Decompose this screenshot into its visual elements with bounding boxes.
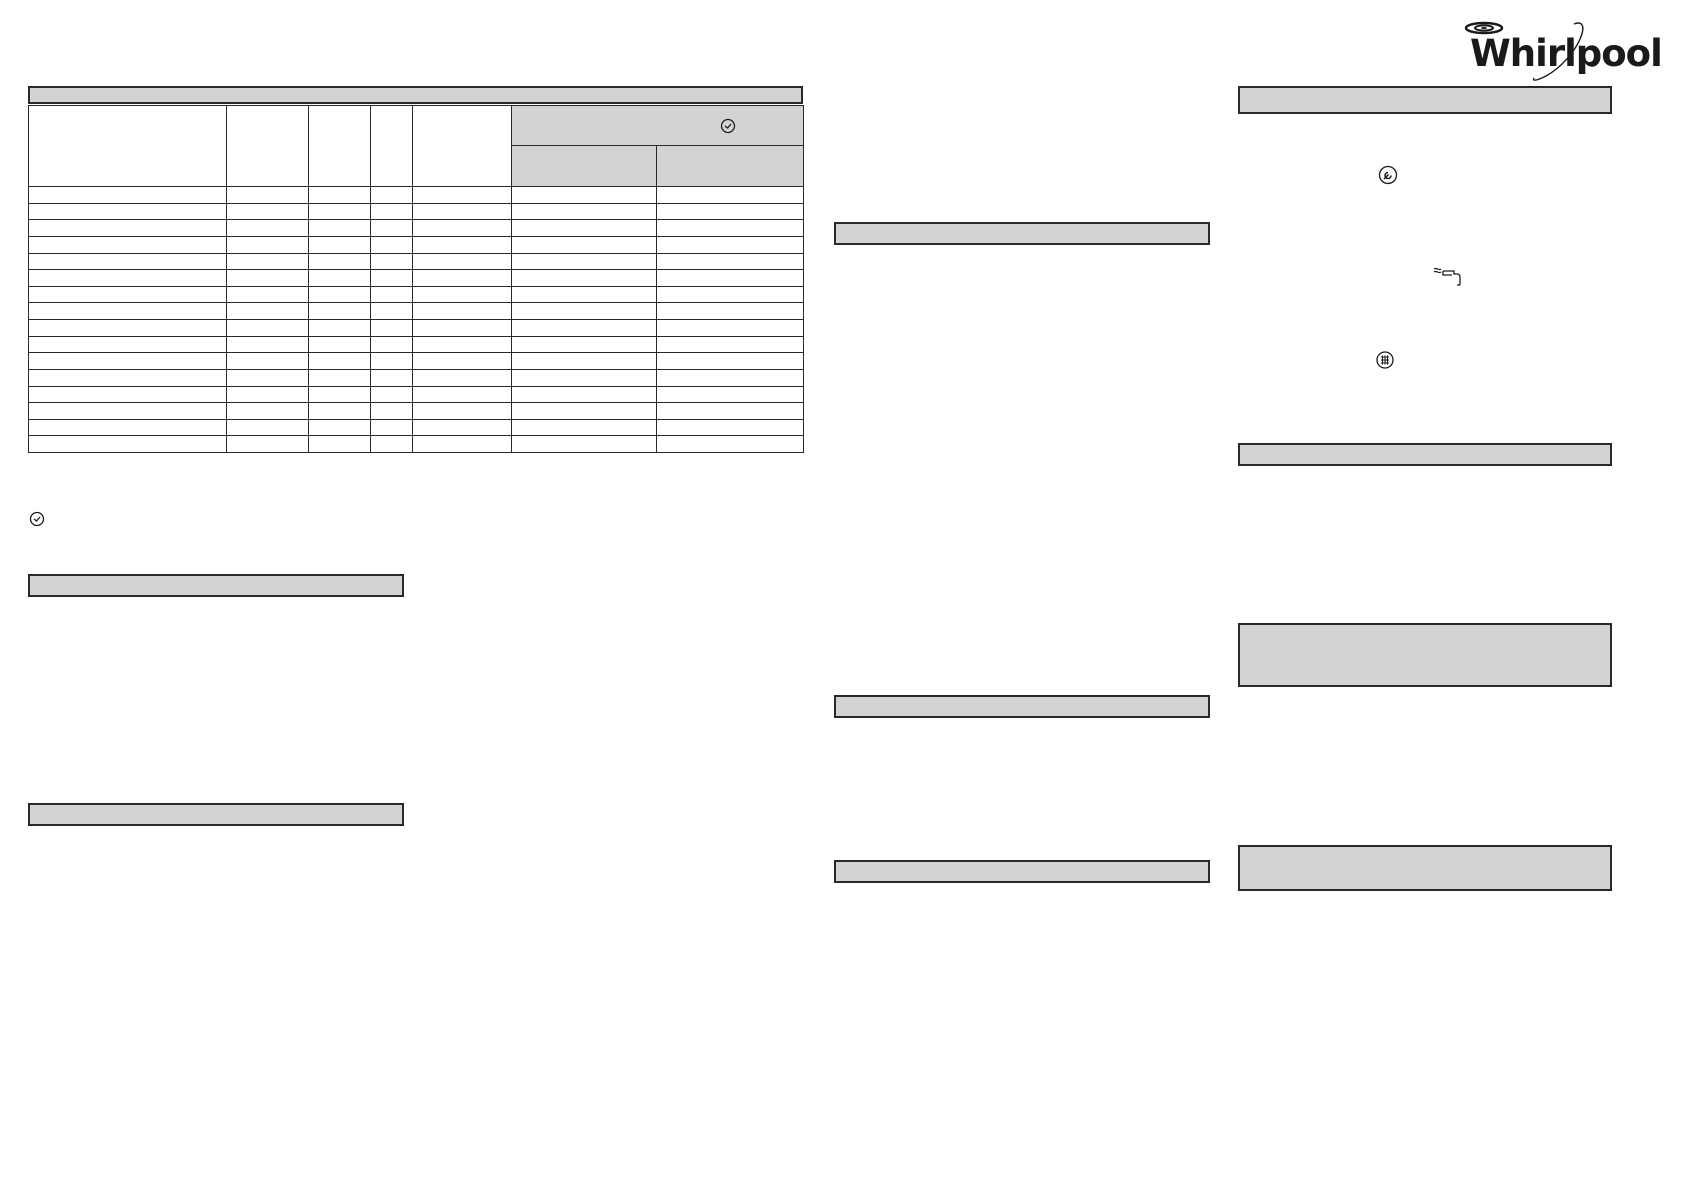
table-row (28, 252, 804, 271)
section-header-middle-3 (834, 860, 1210, 883)
table-row (28, 319, 804, 337)
table-title-bar (28, 86, 803, 104)
table-row (28, 335, 804, 354)
table-row (28, 368, 804, 387)
table-row (28, 269, 804, 287)
brand-wordmark: Whirlpool (1470, 32, 1663, 75)
clock-icon (720, 118, 736, 134)
clock-icon (29, 511, 45, 527)
section-header-right-2 (1238, 443, 1612, 466)
header-cell-2 (226, 105, 309, 187)
table-row (28, 202, 804, 221)
programme-table (28, 105, 804, 453)
section-header-right-1 (1238, 86, 1612, 114)
whirlpool-logo: Whirlpool (1458, 18, 1663, 84)
header-cell-5 (412, 105, 512, 187)
water-tap-icon (1433, 267, 1461, 286)
service-wrench-icon (1378, 165, 1398, 185)
header-cell-delay-b (656, 145, 804, 187)
table-row (28, 418, 804, 437)
table-header-row (28, 105, 804, 187)
section-header-middle-1 (834, 222, 1210, 245)
table-row (28, 219, 804, 237)
filter-grid-icon (1376, 351, 1394, 369)
table-row (28, 235, 804, 254)
header-cell-3 (308, 105, 371, 187)
header-cell-4 (370, 105, 413, 187)
section-header-left-2 (28, 803, 404, 826)
table-row (28, 302, 804, 320)
table-row (28, 435, 804, 453)
table-row (28, 352, 804, 370)
table-subheader-row (29, 145, 804, 187)
note-box-right-2 (1238, 845, 1612, 891)
header-cell-delay (511, 105, 804, 146)
note-box-right-1 (1238, 623, 1612, 687)
section-header-left-1 (28, 574, 404, 597)
table-row (28, 186, 804, 204)
table-row (28, 285, 804, 304)
table-row (28, 385, 804, 404)
whirlpool-swirl-icon (1464, 21, 1584, 81)
section-header-middle-2 (834, 695, 1210, 718)
header-cell-delay-a (511, 145, 657, 187)
header-cell-programme (28, 105, 227, 187)
table-row (28, 402, 804, 420)
